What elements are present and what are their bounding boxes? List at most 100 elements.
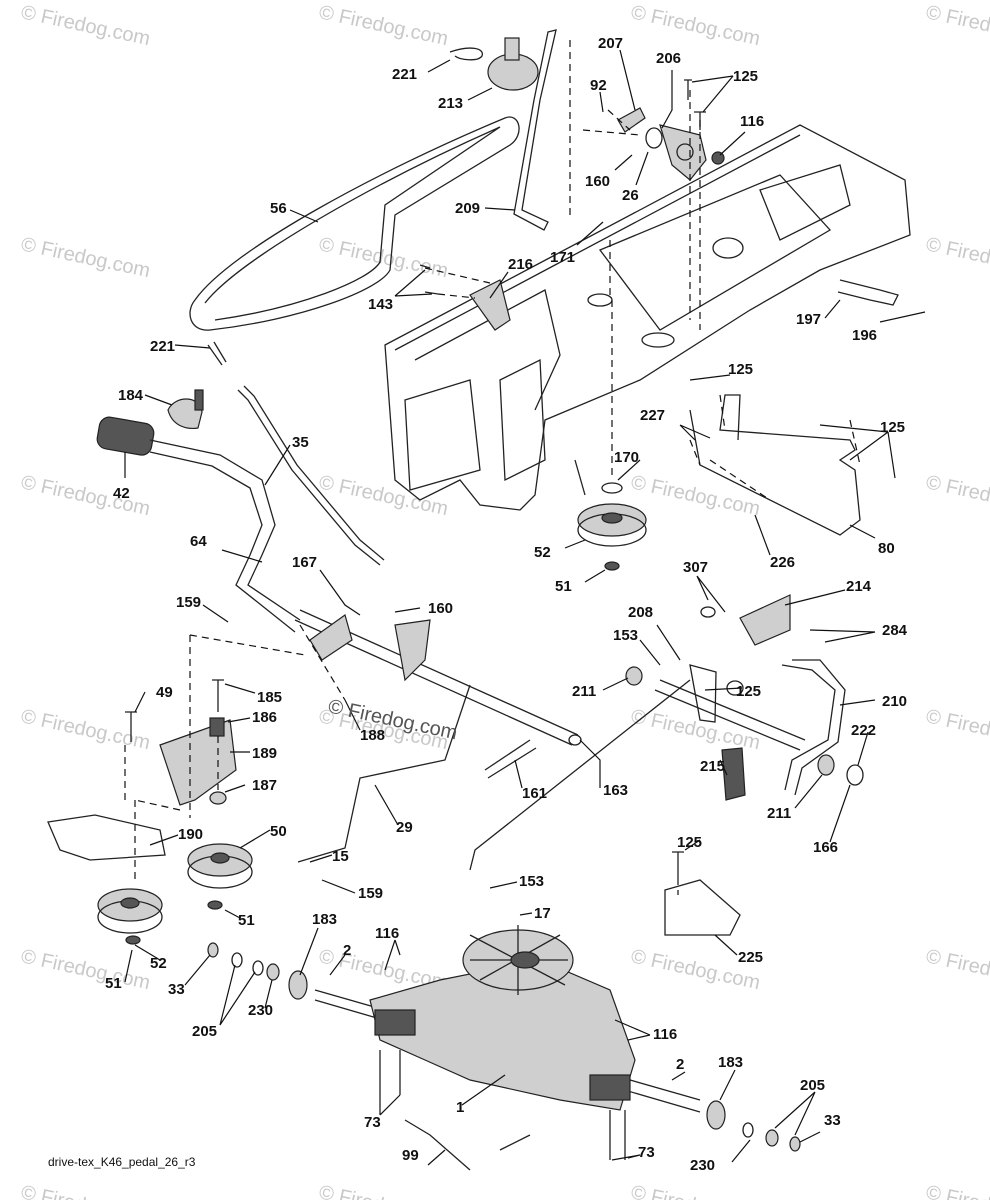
callout-label: 92 [590, 77, 607, 94]
callout-label: 15 [332, 848, 349, 865]
callout-label: 226 [770, 554, 795, 571]
callout-label: 197 [796, 311, 821, 328]
callout-label: 29 [396, 819, 413, 836]
watermark-text: © Firedog.com [19, 1181, 152, 1200]
callout-label: 167 [292, 554, 317, 571]
callout-label: 184 [118, 387, 144, 404]
pin-221-top [449, 47, 483, 61]
callout-label: 116 [375, 925, 399, 942]
pin-221 [207, 341, 227, 366]
callout-label: 2 [343, 942, 351, 959]
callout-label: 210 [882, 693, 907, 710]
watermark-text: © Firedog.com [19, 233, 152, 282]
grip-42 [96, 416, 155, 456]
callout-label: 183 [312, 911, 337, 928]
callout-label: 186 [252, 709, 277, 726]
watermark-text: © Firedog.com [19, 945, 152, 994]
watermark-text: © Firedog.com [629, 471, 762, 520]
watermark-text: © Firedog.com [19, 705, 152, 754]
callout-label: 211 [572, 683, 596, 700]
callout-label: 143 [368, 296, 393, 313]
mounting-bracket-206 [617, 79, 725, 181]
pedal-shaft [625, 664, 806, 751]
watermark-text: © Firedog.com [19, 1, 152, 50]
washers-right [742, 1122, 801, 1152]
leader-lines [124, 49, 926, 1166]
callout-label: 33 [824, 1112, 841, 1129]
callout-label: 230 [690, 1157, 715, 1174]
knob-184 [167, 389, 204, 430]
watermark-text: © Firedog.com [317, 233, 450, 282]
cross-shaft [294, 609, 582, 746]
callout-label: 209 [455, 200, 480, 217]
callout-label: 153 [519, 873, 544, 890]
callout-label: 17 [534, 905, 551, 922]
callout-label: 214 [846, 578, 872, 595]
callout-label: 216 [508, 256, 533, 273]
callout-label: 125 [736, 683, 761, 700]
frame-chassis [384, 124, 911, 511]
callout-label: 51 [238, 912, 255, 929]
shift-lever [513, 29, 557, 231]
side-shield-80 [689, 394, 861, 536]
callout-label: 2 [676, 1056, 684, 1073]
rod-29 [297, 684, 471, 863]
callout-label: 166 [813, 839, 838, 856]
callout-label: 160 [585, 173, 610, 190]
callout-label: 189 [252, 745, 277, 762]
callout-label: 227 [640, 407, 665, 424]
pedal-214 [700, 594, 791, 646]
callout-label: 64 [190, 533, 207, 550]
pedal-rod-197 [837, 279, 899, 306]
callout-label: 307 [683, 559, 708, 576]
callout-label: 125 [880, 419, 905, 436]
watermark-text: © Firedog.com [924, 1181, 990, 1200]
callout-label: 170 [614, 449, 639, 466]
callout-label: 1 [456, 1099, 464, 1116]
callout-label: 35 [292, 434, 309, 451]
callout-label: 116 [653, 1026, 677, 1043]
bracket-190 [47, 814, 166, 861]
callout-label: 153 [613, 627, 638, 644]
upper-pulley-52 [574, 459, 647, 571]
callout-label: 196 [852, 327, 877, 344]
callout-label: 190 [178, 826, 203, 843]
callout-label: 160 [428, 600, 453, 617]
bracket-225 [664, 851, 741, 936]
callout-label: 222 [851, 722, 876, 739]
callout-label: 221 [150, 338, 175, 355]
callout-label: 125 [677, 834, 702, 851]
lever-210 [781, 659, 864, 796]
callout-label: 52 [150, 955, 167, 972]
watermark-text: © Firedog.com [924, 945, 990, 994]
idler-pulley-50 [187, 843, 253, 910]
washers-left [207, 942, 280, 981]
callout-label: 188 [360, 727, 385, 744]
callout-label: 215 [700, 758, 725, 775]
callout-label: 51 [555, 578, 572, 595]
idler-pulley-52 [97, 888, 163, 945]
rod-163 [469, 679, 691, 871]
callout-label: 99 [402, 1147, 419, 1164]
callout-label: 116 [740, 113, 764, 130]
callout-label: 125 [733, 68, 758, 85]
dashed-guides [124, 40, 861, 895]
watermark-text: © Firedog.com [629, 1, 762, 50]
callout-label: 284 [882, 622, 908, 639]
callout-label: 50 [270, 823, 287, 840]
callout-label: 159 [176, 594, 201, 611]
diagram-caption: drive-tex_K46_pedal_26_r3 [48, 1155, 196, 1169]
watermark-text: © Firedog.com [317, 1, 450, 50]
bracket-189 [125, 679, 237, 806]
callout-label: 206 [656, 50, 681, 67]
callout-label: 73 [364, 1114, 381, 1131]
callout-label: 42 [113, 485, 130, 502]
lift-lever-64 [149, 439, 301, 633]
transaxle [288, 925, 726, 1160]
watermark-text: © Firedog.com [19, 471, 152, 520]
frame-bracket-216 [419, 264, 511, 331]
callout-label: 49 [156, 684, 173, 701]
drive-belt [189, 116, 520, 331]
callout-label: 207 [598, 35, 623, 52]
